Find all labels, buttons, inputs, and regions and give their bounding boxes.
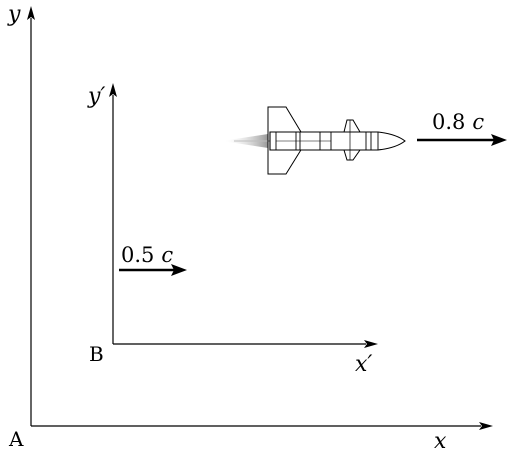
frame-b-y-axis-label: y′ [87,84,105,109]
frame-b-x-axis-label: x′ [355,352,372,377]
frame-a-y-axis-arrowhead [27,6,35,20]
rocket-front-fin [343,119,361,133]
frame-b-velocity-label: 0.5 c [121,243,173,267]
rocket-velocity-label: 0.8 c [432,110,484,134]
rocket-velocity-value: 0.8 [432,110,465,134]
rocket [222,106,406,175]
frame-a: A x y [7,2,493,454]
frame-b: B x′ y′ 0.5 c [87,83,378,377]
frame-a-origin-label: A [8,427,24,451]
frame-b-origin-label: B [89,342,104,366]
rocket-velocity-arrowhead [491,134,507,146]
frame-a-y-axis-label: y [7,2,21,27]
frame-a-x-axis-label: x [434,429,447,454]
rocket-front-fin-lower [343,149,361,161]
frame-b-x-axis-arrowhead [364,340,378,348]
rocket-body-bands [275,132,379,150]
rocket-velocity-unit: c [472,110,484,134]
frame-a-x-axis-arrowhead [479,422,493,430]
frame-b-velocity-unit: c [161,243,173,267]
frame-b-velocity-value: 0.5 [121,243,154,267]
frame-b-velocity-arrowhead [171,264,187,276]
rocket-velocity: 0.8 c [417,110,507,146]
frame-b-y-axis-arrowhead [109,83,117,97]
